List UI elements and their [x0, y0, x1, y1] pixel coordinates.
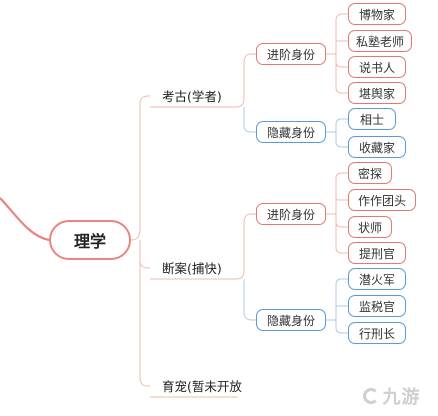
branch-kaogu[interactable]: 考古(学者): [162, 88, 222, 104]
root-node[interactable]: 理学: [49, 220, 131, 260]
kaogu-advanced-item[interactable]: 说书人: [348, 56, 406, 78]
duanan-hidden-item[interactable]: 监税官: [348, 295, 406, 317]
kaogu-advanced-node[interactable]: 进阶身份: [256, 43, 326, 65]
duanan-hidden-item[interactable]: 潜火军: [348, 268, 406, 290]
duanan-hidden-item[interactable]: 行刑长: [348, 322, 406, 344]
kaogu-advanced-item[interactable]: 私塾老师: [348, 30, 412, 52]
branch-duanan[interactable]: 断案(捕快): [162, 260, 222, 276]
logo-icon: [362, 388, 379, 404]
branch-yuchong[interactable]: 育宠(暂未开放: [162, 378, 242, 394]
watermark-text: 九游: [382, 387, 421, 408]
duanan-advanced-item[interactable]: 作作团头: [348, 189, 416, 211]
duanan-advanced-item[interactable]: 提刑官: [348, 242, 406, 264]
kaogu-advanced-item[interactable]: 博物家: [348, 3, 406, 25]
kaogu-hidden-item[interactable]: 相士: [348, 108, 396, 130]
duanan-advanced-item[interactable]: 密探: [348, 162, 392, 184]
duanan-advanced-item[interactable]: 状师: [348, 216, 392, 238]
kaogu-advanced-item[interactable]: 堪舆家: [348, 82, 406, 104]
kaogu-hidden-item[interactable]: 收藏家: [348, 136, 406, 158]
duanan-hidden-node[interactable]: 隐藏身份: [256, 309, 326, 331]
watermark: 九游: [345, 376, 438, 416]
kaogu-hidden-node[interactable]: 隐藏身份: [256, 121, 326, 143]
duanan-advanced-node[interactable]: 进阶身份: [256, 203, 326, 225]
